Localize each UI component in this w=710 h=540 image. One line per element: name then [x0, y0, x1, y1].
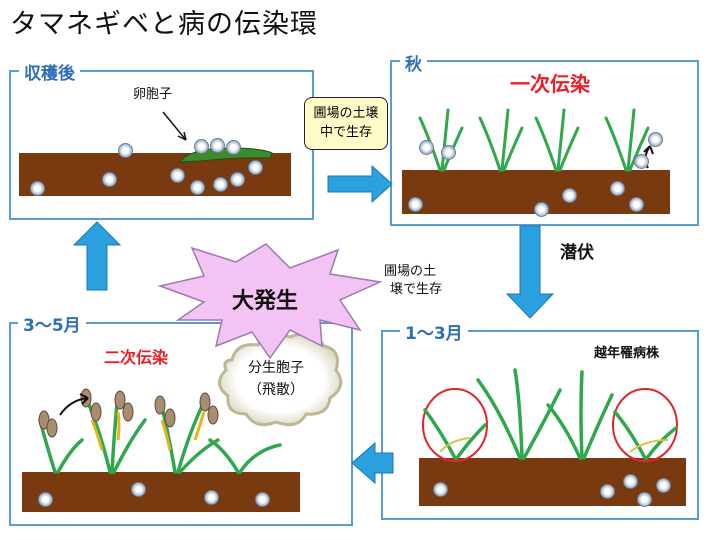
spore — [248, 160, 263, 175]
spore — [118, 143, 133, 158]
panel-harvest-label: 収穫後 — [19, 59, 80, 84]
soil-harvest — [19, 153, 291, 196]
spore — [255, 492, 270, 507]
soil-survival-line1: 圃場の土壌 — [313, 106, 379, 121]
spore — [102, 172, 117, 187]
spore — [38, 492, 53, 507]
spore — [213, 177, 228, 192]
secondary-infection-label: 二次伝染 — [104, 348, 169, 367]
outbreak-label: 大発生 — [232, 289, 299, 314]
oospore-label: 卵胞子 — [133, 87, 173, 102]
spore — [226, 140, 241, 155]
spore — [629, 197, 644, 212]
soil-note-line1: 圃場の土 — [384, 264, 437, 279]
overwintering-plant-label: 越年罹病株 — [594, 346, 660, 361]
spore — [408, 197, 423, 212]
arrow-right — [327, 164, 393, 204]
latent-label: 潜伏 — [560, 243, 594, 263]
spore — [600, 484, 615, 499]
spore — [30, 181, 45, 196]
cloud-line2: （飛散） — [248, 382, 304, 398]
page-title: タマネギベと病の伝染環 — [10, 9, 318, 40]
spore — [170, 168, 185, 183]
spore — [190, 180, 205, 195]
soil-survival-box: 圃場の土壌 中で生存 — [304, 97, 388, 150]
soil-note-line2: 壌で生存 — [390, 282, 443, 297]
soil-survival-line2: 中で生存 — [319, 125, 372, 140]
spore — [534, 202, 549, 217]
spore — [637, 492, 652, 507]
arrow-down — [505, 225, 555, 319]
arrow-up — [72, 221, 122, 291]
spore — [210, 138, 225, 153]
spore — [194, 139, 209, 154]
primary-infection-label: 一次伝染 — [510, 72, 590, 96]
spore — [230, 172, 245, 187]
panel-spring-label: 3～5月 — [18, 311, 86, 336]
spore — [441, 145, 456, 160]
spore — [623, 474, 638, 489]
spore — [562, 188, 577, 203]
spore — [634, 154, 649, 169]
spore — [131, 482, 146, 497]
panel-autumn-label: 秋 — [400, 50, 427, 75]
spore — [433, 482, 448, 497]
spore — [419, 140, 434, 155]
spore — [610, 181, 625, 196]
spore — [656, 478, 671, 493]
cloud-line1: 分生胞子 — [248, 360, 304, 376]
soil-spring — [22, 472, 300, 512]
spore — [648, 132, 663, 147]
spore — [204, 490, 219, 505]
panel-winter-label: 1～3月 — [400, 319, 468, 344]
